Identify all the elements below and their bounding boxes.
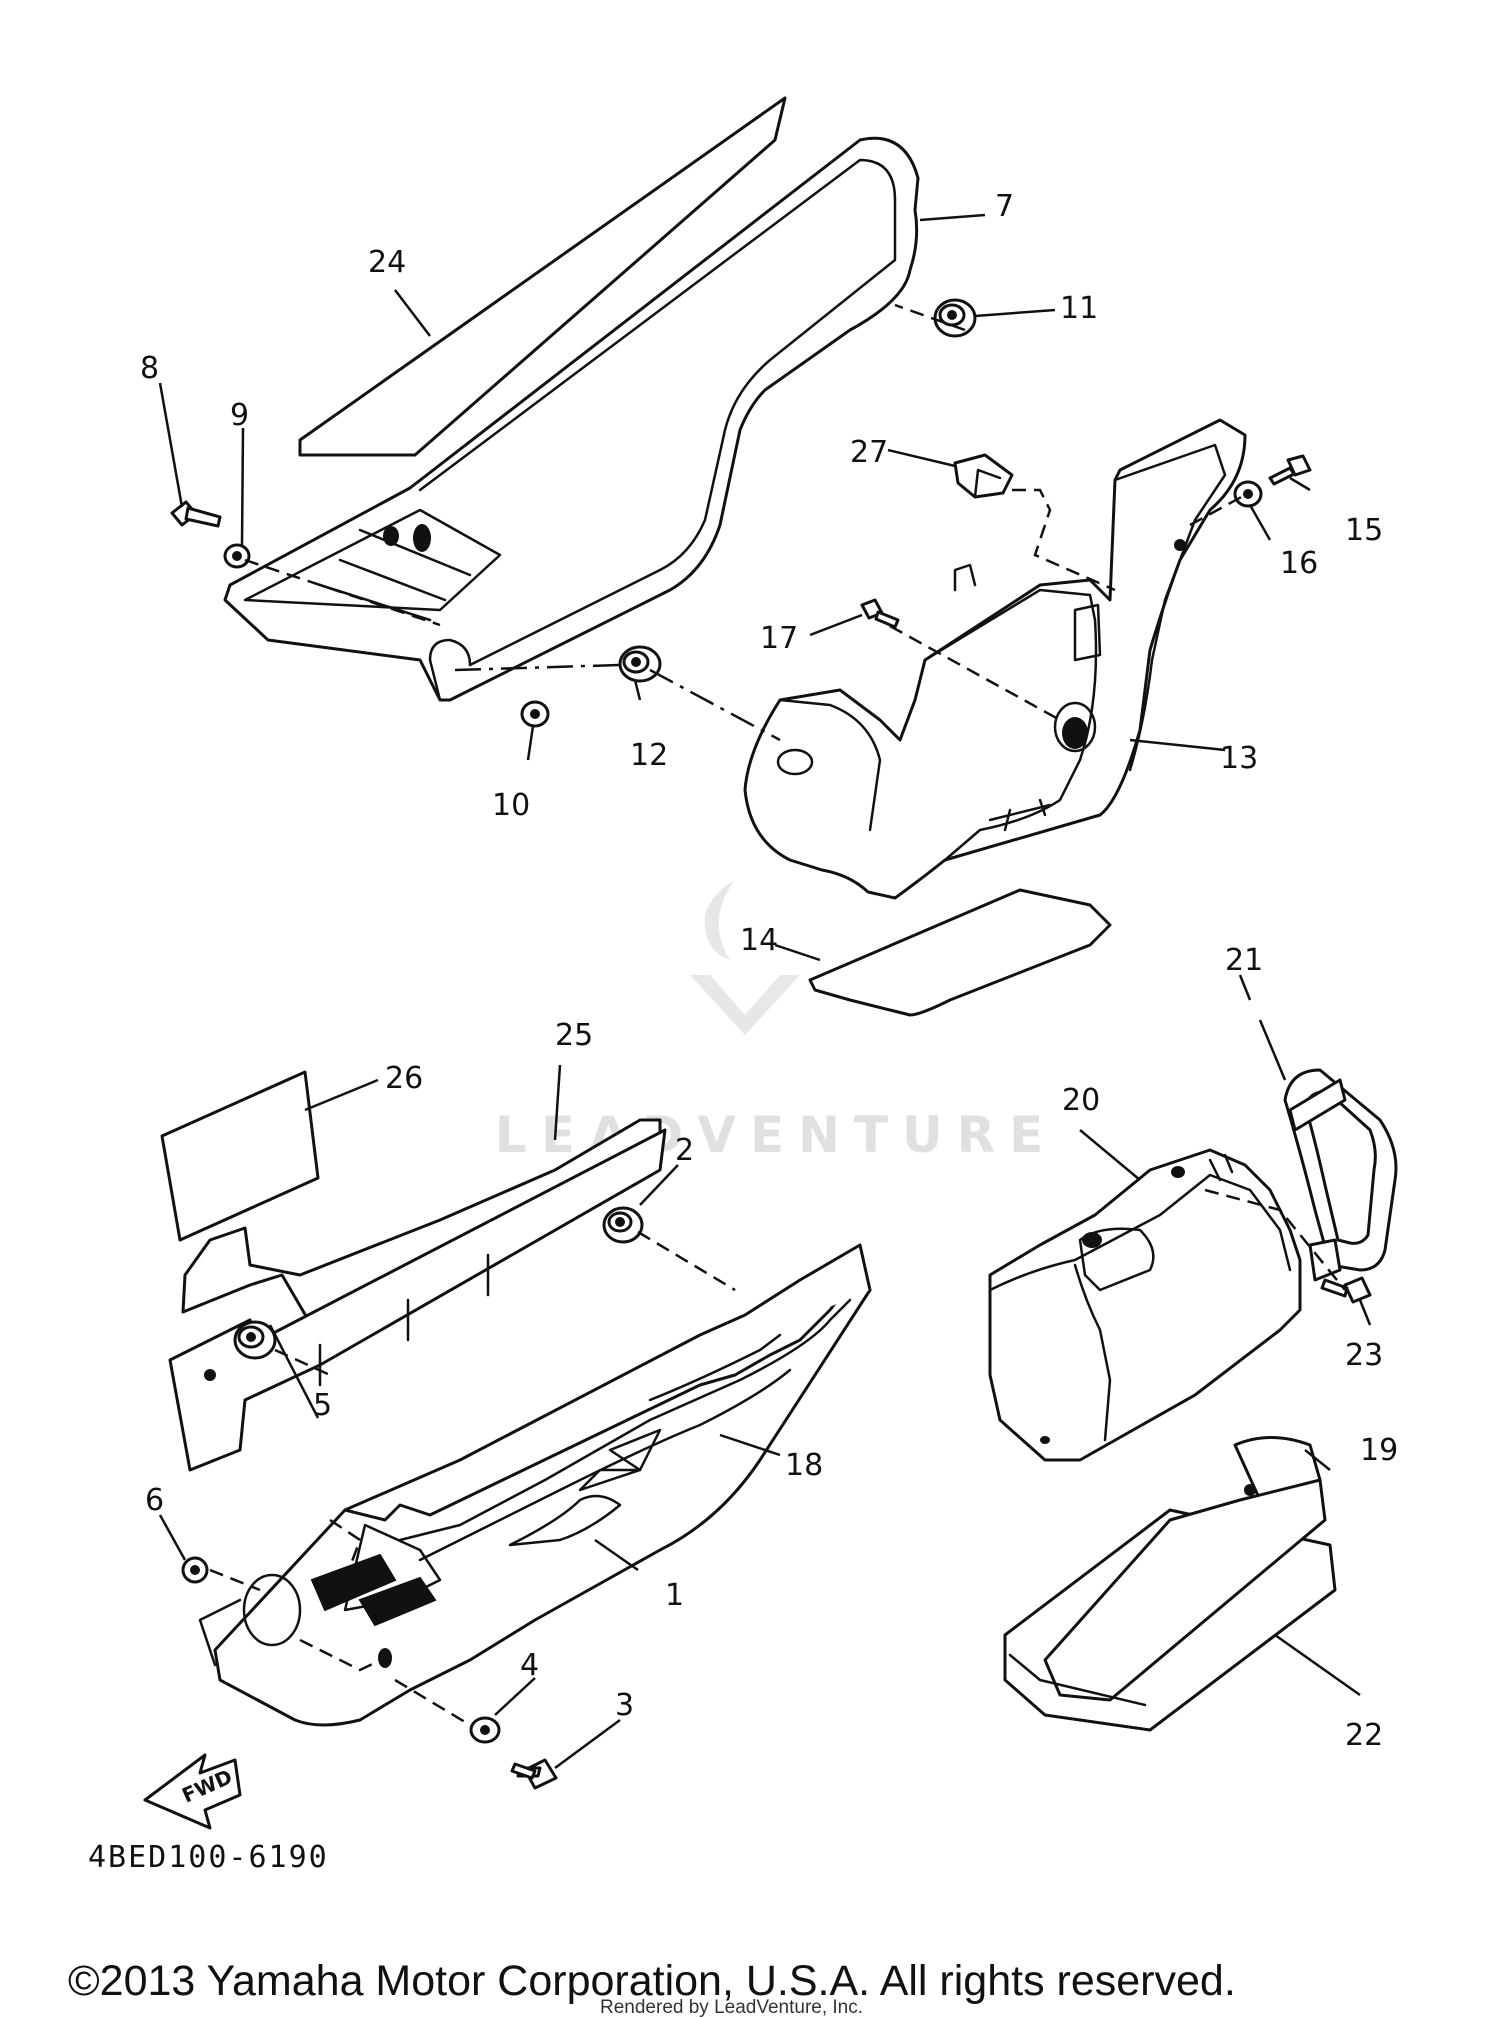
rendered-by-notice: Rendered by LeadVenture, Inc. [600,1997,863,2018]
part-12-grommet [618,645,662,683]
callout-5: 5 [313,1388,332,1423]
callout-27: 27 [850,435,888,470]
callout-7: 7 [995,189,1014,224]
callout-20: 20 [1062,1083,1100,1118]
callout-3: 3 [615,1688,634,1723]
part-27-clip [953,453,1014,499]
fwd-arrow: FWD [143,1753,242,1830]
callout-10: 10 [492,788,530,823]
part-24-decal [298,96,787,457]
part-10-collar [520,700,550,728]
part-11-grommet [933,298,977,338]
callout-13: 13 [1220,741,1258,776]
callout-1: 1 [665,1578,684,1613]
part-1-side-cover [198,1243,872,1727]
callout-6: 6 [145,1483,164,1518]
diagram-code: 4BED100-6190 [88,1840,329,1875]
part-23-bolt [1320,1276,1372,1304]
callout-24: 24 [368,245,406,280]
part-16-washer [1233,480,1263,508]
part-21-holder [1283,1068,1398,1282]
part-3-bolt [510,1758,558,1790]
part-4-washer [469,1716,501,1744]
callout-2: 2 [675,1133,694,1168]
callout-22: 22 [1345,1718,1383,1753]
callout-26: 26 [385,1061,423,1096]
copyright-notice: ©2013 Yamaha Motor Corporation, U.S.A. A… [68,1957,1236,2005]
callout-19: 19 [1360,1433,1398,1468]
callout-11: 11 [1060,291,1098,326]
callout-16: 16 [1280,546,1318,581]
part-5-grommet [233,1320,277,1360]
callout-18: 18 [785,1448,823,1483]
callout-9: 9 [230,398,249,433]
callout-25: 25 [555,1018,593,1053]
callout-14: 14 [740,923,778,958]
part-6-washer [181,1556,209,1584]
part-17-bolt [860,598,900,629]
callout-4: 4 [520,1648,539,1683]
part-15-bolt [1268,454,1312,486]
callout-8: 8 [140,351,159,386]
callout-numbers: 1 2 3 4 5 6 7 8 9 10 11 12 13 14 15 16 1… [140,189,1398,1753]
part-18-emblem-area [648,1333,782,1402]
callout-23: 23 [1345,1338,1383,1373]
part-26-label [160,1070,320,1242]
part-20-tool-box [988,1148,1302,1462]
callout-15: 15 [1345,513,1383,548]
part-8-bolt [170,500,222,528]
part-13-battery-box [743,418,1247,900]
part-14-mat [808,888,1112,1017]
callout-17: 17 [760,621,798,656]
callout-leaders [158,213,1372,1770]
part-9-washer [223,543,251,569]
callout-21: 21 [1225,943,1263,978]
part-22-tool-kit [1003,1478,1337,1732]
callout-12: 12 [630,738,668,773]
part-2-grommet [602,1206,644,1244]
